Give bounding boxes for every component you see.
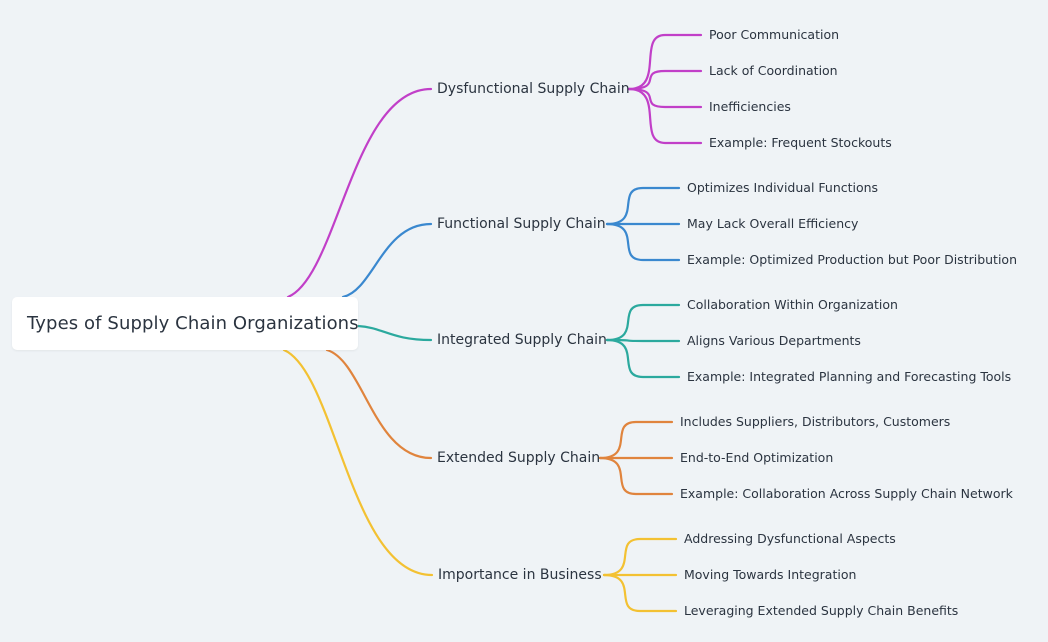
leaf-connector xyxy=(605,338,681,379)
leaf-connector xyxy=(598,420,674,460)
branch-functional-label[interactable]: Functional Supply Chain xyxy=(437,216,606,232)
branch-connector xyxy=(325,348,433,460)
leaf-label[interactable]: Poor Communication xyxy=(709,27,840,42)
leaf-label[interactable]: Collaboration Within Organization xyxy=(687,297,898,312)
branch-integrated-label[interactable]: Integrated Supply Chain xyxy=(437,332,607,348)
leaf-connector xyxy=(598,456,674,496)
leaf-label[interactable]: Inefficiencies xyxy=(709,99,791,114)
leaf-label[interactable]: May Lack Overall Efficiency xyxy=(687,216,859,231)
branch-connector xyxy=(286,87,433,299)
leaf-label[interactable]: Example: Integrated Planning and Forecas… xyxy=(687,369,1012,384)
leaf-label[interactable]: Leveraging Extended Supply Chain Benefit… xyxy=(684,603,959,618)
leaf-connector xyxy=(605,338,681,343)
branch-connector xyxy=(356,324,433,342)
leaf-label[interactable]: Includes Suppliers, Distributors, Custom… xyxy=(680,414,951,429)
leaf-connector xyxy=(605,222,681,262)
leaf-label[interactable]: Lack of Coordination xyxy=(709,63,838,78)
branch-dysfunctional-label[interactable]: Dysfunctional Supply Chain xyxy=(437,81,630,97)
root-node-label: Types of Supply Chain Organizations xyxy=(27,313,359,334)
leaf-connector xyxy=(602,537,678,577)
leaf-label[interactable]: End-to-End Optimization xyxy=(680,450,834,465)
leaf-connector xyxy=(627,87,703,145)
leaf-label[interactable]: Optimizes Individual Functions xyxy=(687,180,879,195)
leaf-connector xyxy=(627,33,703,91)
leaf-label[interactable]: Addressing Dysfunctional Aspects xyxy=(684,531,896,546)
leaf-connector xyxy=(627,87,703,109)
leaf-connector xyxy=(627,69,703,91)
leaf-label[interactable]: Example: Optimized Production but Poor D… xyxy=(687,252,1018,267)
branch-importance-label[interactable]: Importance in Business xyxy=(438,567,602,583)
leaf-connector xyxy=(605,303,681,342)
branch-extended-label[interactable]: Extended Supply Chain xyxy=(437,450,601,466)
leaf-label[interactable]: Moving Towards Integration xyxy=(684,567,857,582)
branch-connector xyxy=(282,348,434,577)
branch-connector xyxy=(341,222,433,299)
leaf-label[interactable]: Example: Frequent Stockouts xyxy=(709,135,892,150)
leaf-label[interactable]: Aligns Various Departments xyxy=(687,333,861,348)
leaf-connector xyxy=(602,573,678,613)
leaf-label[interactable]: Example: Collaboration Across Supply Cha… xyxy=(680,486,1013,501)
leaf-connector xyxy=(605,186,681,226)
root-node[interactable]: Types of Supply Chain Organizations xyxy=(12,297,359,350)
